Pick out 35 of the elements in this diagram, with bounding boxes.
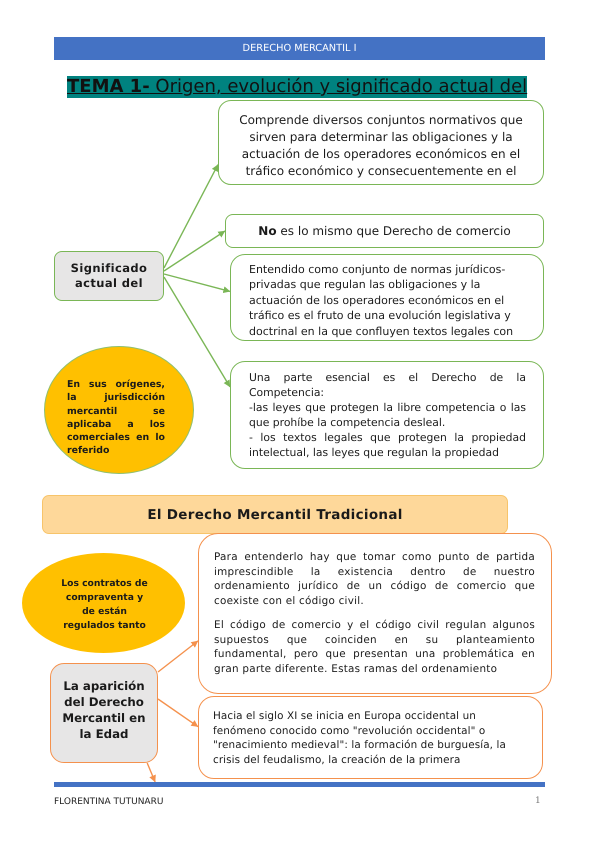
box-text: Comprende diversos conjuntos normativos que sirven para determinar las obligaciones y la actuación de los operadores económicos en el tráfico económico y consecuentemente en el	[238, 112, 524, 180]
topic-text: Significado actual del	[70, 261, 148, 291]
topic-text: La aparición del Derecho Mercantil en la Edad	[61, 678, 147, 742]
topic-box	[50, 663, 158, 763]
definition-box	[218, 100, 544, 185]
explanation-box	[198, 533, 552, 694]
arrow	[164, 273, 230, 294]
arrow	[163, 164, 219, 268]
arrow	[146, 762, 156, 782]
paragraph: Para entenderlo hay que tomar como punto de partida imprescindible la existencia dentro de nuestro ordenamiento jurídico de un código de comercio que coexiste con el código civil.	[214, 550, 535, 608]
box-text: No es lo mismo que Derecho de comercio	[257, 223, 512, 239]
topic-box	[54, 251, 164, 301]
arrow	[158, 698, 198, 728]
paragraph: Hacia el siglo XI se inicia en Europa occidental un fenómeno conocido como "revolución occidental" o "renacimiento medieval": la formación de burguesía, la crisis del feudalismo, la creación de la primera	[213, 709, 507, 767]
box-text: -las leyes que protegen la libre competencia o las que prohíbe la competencia desleal.	[249, 400, 526, 430]
arrow	[158, 640, 198, 673]
ellipse-text: En sus orígenes, la jurisdicción mercantil se aplicaba a los comerciales en lo referido	[67, 378, 165, 458]
box-text: Entendido como conjunto de normas jurídicos-privadas que regulan las obligaciones y la actuación de los operadores económicos en el tráfico es el fruto de una evolución legislativa y doctrinal en la que confluyen textos legales con	[249, 262, 514, 340]
paragraph: El código de comercio y el código civil regulan algunos supuestos que coinciden en su planteamiento fundamental, pero que presentan una problemática en gran parte diferente. Estas ramas del ordenamiento	[214, 618, 535, 676]
definition-box	[230, 361, 544, 469]
banner-title: El Derecho Mercantil Tradicional	[146, 507, 404, 523]
page-header: DERECHO MERCANTIL I	[54, 37, 545, 60]
footer-author: FLORENTINA TUTUNARU	[54, 797, 164, 807]
definition-box	[230, 254, 544, 341]
definition-box	[225, 214, 544, 248]
document-title: TEMA 1- Origen, evolución y significado actual del	[67, 76, 528, 98]
ellipse-text: Los contratos de compraventa y de están regulados tanto	[60, 577, 149, 633]
page-number: 1	[535, 796, 541, 806]
explanation-box	[198, 696, 543, 779]
box-text: - los textos legales que protegen la propiedad intelectual, las leyes que regulan la propiedad	[249, 430, 526, 460]
section-banner	[42, 495, 508, 534]
arrow	[164, 230, 226, 272]
box-text: Una parte esencial es el Derecho de la Competencia:	[249, 370, 526, 400]
footer-bar	[54, 782, 545, 787]
arrow	[163, 276, 231, 388]
